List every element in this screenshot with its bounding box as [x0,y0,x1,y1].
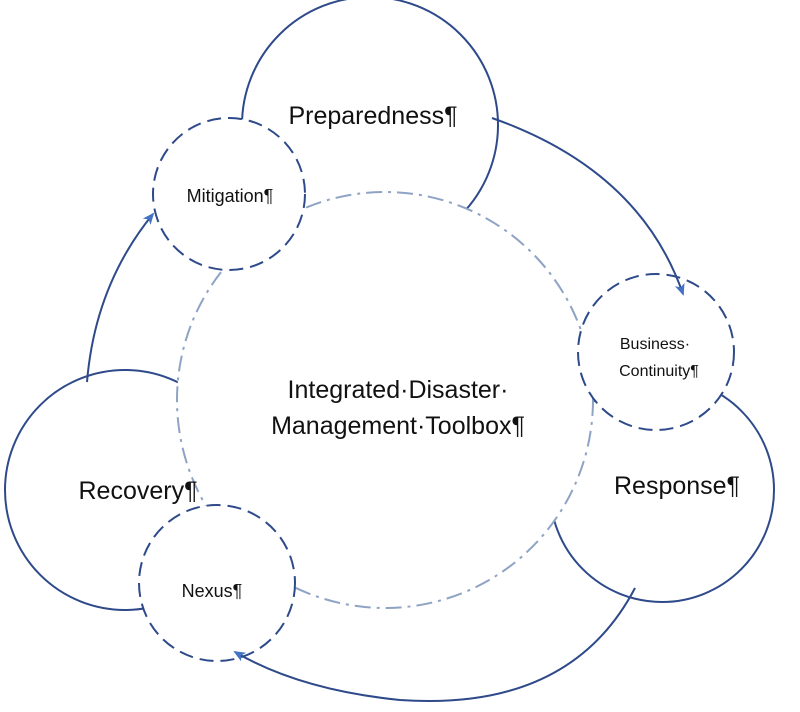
arrow-recovery-to-mitigation [86,212,155,383]
preparedness-label: Preparedness¶ [288,102,457,130]
arrow-preparedness-to-business-continuity [491,117,685,296]
business-continuity-circle [577,273,735,431]
center-circle [176,191,594,609]
center-label-line2: Management·Toolbox¶ [271,412,525,440]
nexus-label: Nexus¶ [182,581,243,601]
arrow-response-to-nexus [233,587,636,702]
business-continuity-label-line2: Continuity¶ [619,363,699,380]
response-label: Response¶ [614,472,740,500]
mitigation-label: Mitigation¶ [187,186,274,206]
recovery-label: Recovery¶ [78,477,197,505]
center-label-line1: Integrated·Disaster· [288,376,509,404]
nexus-circle [138,504,296,662]
business-continuity-label-line1: Business· [620,336,690,353]
mitigation-circle [152,117,306,271]
